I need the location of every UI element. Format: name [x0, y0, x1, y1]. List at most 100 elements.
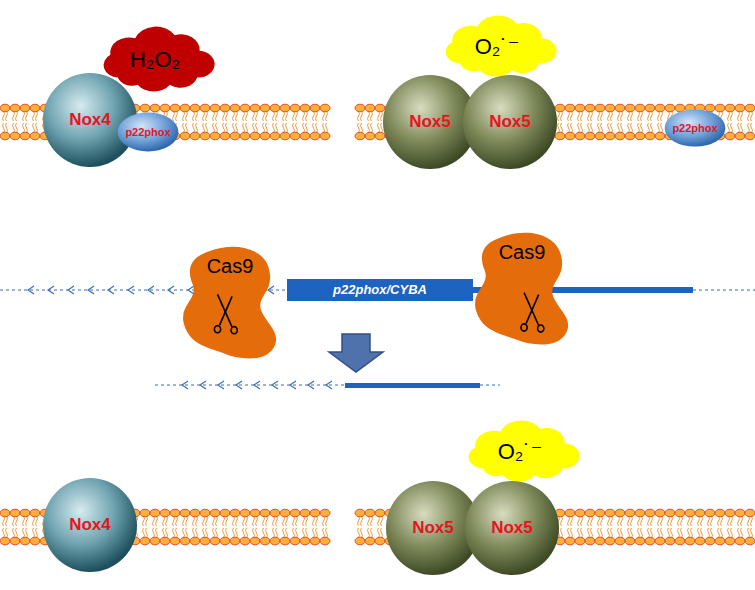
dna-chevron — [28, 286, 34, 294]
lipid-tail — [618, 111, 620, 121]
lipid-tail — [206, 111, 208, 121]
lipid-tail — [371, 111, 373, 121]
lipid-tail — [266, 123, 268, 133]
lipid-tail — [581, 111, 583, 121]
lipid-head — [230, 537, 240, 545]
lipid-tail — [213, 516, 215, 526]
lipid-head — [320, 509, 330, 517]
lipid-head — [270, 104, 280, 112]
lipid-tail — [621, 111, 623, 121]
lipid-tail — [728, 528, 730, 538]
lipid-head — [170, 509, 180, 517]
lipid-tail — [731, 123, 733, 133]
lipid-tail — [283, 516, 285, 526]
lipid-tail — [601, 111, 603, 121]
lipid-tail — [203, 111, 205, 121]
lipid-tail — [608, 123, 610, 133]
lipid-head — [10, 509, 20, 517]
lipid-tail — [36, 516, 38, 526]
lipid-head — [725, 104, 735, 112]
node-label: Nox5 — [412, 519, 454, 538]
lipid-tail — [611, 516, 613, 526]
lipid-tail — [26, 111, 28, 121]
lipid-tail — [226, 516, 228, 526]
lipid-tail — [568, 516, 570, 526]
scissors-symbol — [521, 293, 544, 333]
lipid-tail — [153, 516, 155, 526]
dna-chevron — [168, 286, 174, 294]
lipid-tail — [581, 123, 583, 133]
lipid-head — [170, 537, 180, 545]
lipid-head — [645, 104, 655, 112]
lipid-tail — [728, 111, 730, 121]
lipid-tail — [276, 528, 278, 538]
lipid-tail — [186, 111, 188, 121]
dna-chevron — [308, 381, 314, 389]
lipid-head — [220, 104, 230, 112]
lipid-head — [250, 537, 260, 545]
lipid-tail — [651, 516, 653, 526]
lipid-head — [365, 104, 375, 112]
lipid-tail — [286, 528, 288, 538]
lipid-tail — [568, 123, 570, 133]
lipid-head — [645, 537, 655, 545]
lipid-tail — [246, 111, 248, 121]
lipid-tail — [273, 516, 275, 526]
lipid-tail — [146, 528, 148, 538]
lipid-tail — [176, 111, 178, 121]
lipid-tail — [153, 528, 155, 538]
lipid-tail — [243, 528, 245, 538]
lipid-head — [595, 104, 605, 112]
lipid-head — [685, 537, 695, 545]
lipid-head — [30, 104, 40, 112]
lipid-tail — [203, 516, 205, 526]
lipid-head — [355, 509, 365, 517]
lipid-head — [300, 104, 310, 112]
node-label: O₂˙⁻ — [475, 35, 520, 59]
lipid-tail — [173, 516, 175, 526]
lipid-head — [210, 132, 220, 140]
lipid-tail — [631, 516, 633, 526]
dna-chevron — [218, 381, 224, 389]
lipid-tail — [621, 516, 623, 526]
lipid-tail — [578, 528, 580, 538]
scissor-blade — [526, 295, 538, 324]
lipid-head — [575, 104, 585, 112]
lipid-tail — [286, 516, 288, 526]
lipid-tail — [651, 111, 653, 121]
lipid-head — [665, 104, 675, 112]
lipid-tail — [361, 528, 363, 538]
lipid-tail — [591, 528, 593, 538]
dna-strand — [480, 384, 500, 385]
lipid-tail — [6, 111, 8, 121]
scissor-blade — [220, 296, 232, 325]
lipid-tail — [263, 111, 265, 121]
lipid-tail — [631, 123, 633, 133]
node-outline — [43, 73, 137, 167]
lipid-tail — [611, 123, 613, 133]
lipid-head — [745, 132, 755, 140]
lipid-tail — [358, 516, 360, 526]
lipid-tail — [146, 516, 148, 526]
lipid-head — [220, 509, 230, 517]
lipid-tail — [588, 123, 590, 133]
lipid-tail — [263, 528, 265, 538]
lipid-tail — [381, 111, 383, 121]
lipid-head — [280, 537, 290, 545]
lipid-head — [605, 104, 615, 112]
dna-chevron — [108, 286, 114, 294]
lipid-head — [645, 132, 655, 140]
lipid-tail — [3, 123, 5, 133]
lipid-tail — [608, 528, 610, 538]
lipid-head — [595, 537, 605, 545]
lipid-head — [585, 537, 595, 545]
lipid-head — [625, 104, 635, 112]
lipid-tail — [721, 516, 723, 526]
cloud-node: O₂˙⁻ — [458, 420, 582, 484]
lipid-tail — [381, 123, 383, 133]
node-label: O₂˙⁻ — [498, 440, 543, 464]
lipid-tail — [358, 528, 360, 538]
lipid-tail — [216, 516, 218, 526]
lipid-head — [575, 537, 585, 545]
lipid-head — [595, 509, 605, 517]
